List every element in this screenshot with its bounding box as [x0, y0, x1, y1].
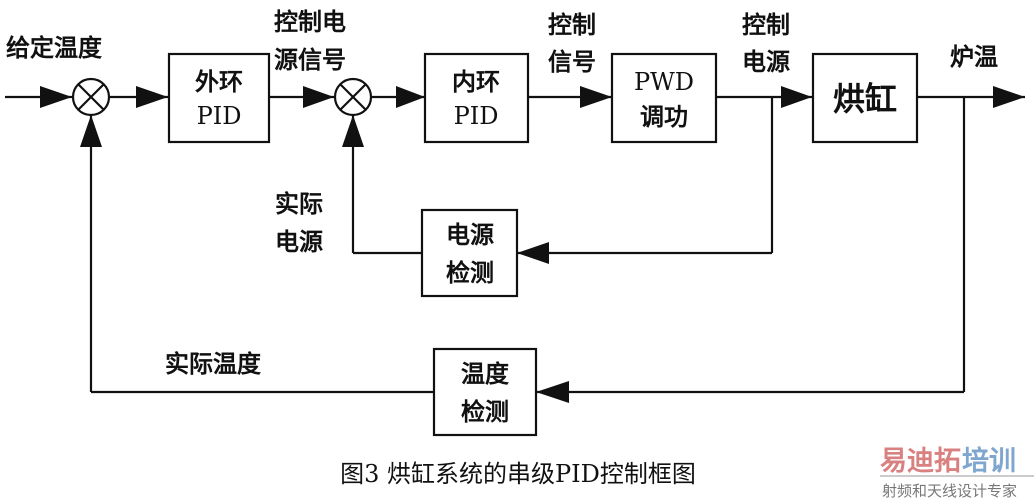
arrowhead	[303, 86, 334, 108]
outer-pid-label-2: PID	[197, 102, 242, 130]
watermark-tagline: 射频和天线设计专家	[882, 482, 1017, 500]
inner-pid-label-1: 内环	[452, 68, 500, 96]
power-detect-block	[420, 208, 519, 298]
temp-detect-label-2: 检测	[461, 398, 509, 426]
arrowhead	[781, 86, 812, 108]
control-power-signal-label-1: 控制电	[274, 8, 346, 36]
furnace-temp-label: 炉温	[950, 43, 998, 71]
arrowhead	[80, 115, 102, 147]
setpoint-temp-label: 给定温度	[6, 34, 103, 62]
control-signal-label-1: 控制	[548, 11, 596, 39]
actual-power-label-1: 实际	[275, 190, 323, 218]
watermark-brand-red: 易迪拓	[880, 446, 961, 477]
arrowhead	[40, 86, 72, 108]
arrowhead	[517, 242, 549, 264]
watermark: 易迪拓 培训 射频和天线设计专家	[880, 446, 1034, 500]
drum-label: 烘缸	[833, 80, 897, 118]
arrowhead	[136, 86, 168, 108]
pwd-label-1: PWD	[634, 68, 694, 96]
arrowhead	[342, 115, 364, 147]
control-signal-label-2: 信号	[548, 48, 596, 76]
outer-pid-block	[167, 52, 271, 144]
temp-detect-label-1: 温度	[461, 360, 510, 388]
power-detect-label-1: 电源	[446, 221, 494, 249]
temp-detect-block	[432, 347, 538, 437]
figure-caption: 图3 烘缸系统的串级PID控制框图	[340, 460, 696, 488]
junction-cross	[339, 83, 367, 111]
junction-cross	[77, 83, 105, 111]
arrowhead	[993, 86, 1025, 108]
arrowhead	[536, 381, 569, 403]
pwd-label-2: 调功	[640, 103, 688, 131]
control-power-label-2: 电源	[742, 48, 790, 76]
actual-temp-label: 实际温度	[165, 350, 262, 378]
arrowhead	[396, 86, 425, 108]
control-power-signal-label-2: 源信号	[274, 46, 346, 74]
arrowhead	[580, 86, 612, 108]
power-detect-label-2: 检测	[446, 259, 494, 287]
inner-pid-label-2: PID	[454, 102, 499, 130]
watermark-brand-blue: 培训	[962, 446, 1016, 477]
actual-power-label-2: 电源	[275, 228, 323, 256]
control-power-label-1: 控制	[742, 11, 790, 39]
outer-pid-label-1: 外环	[195, 68, 243, 96]
pwd-block	[610, 52, 718, 144]
